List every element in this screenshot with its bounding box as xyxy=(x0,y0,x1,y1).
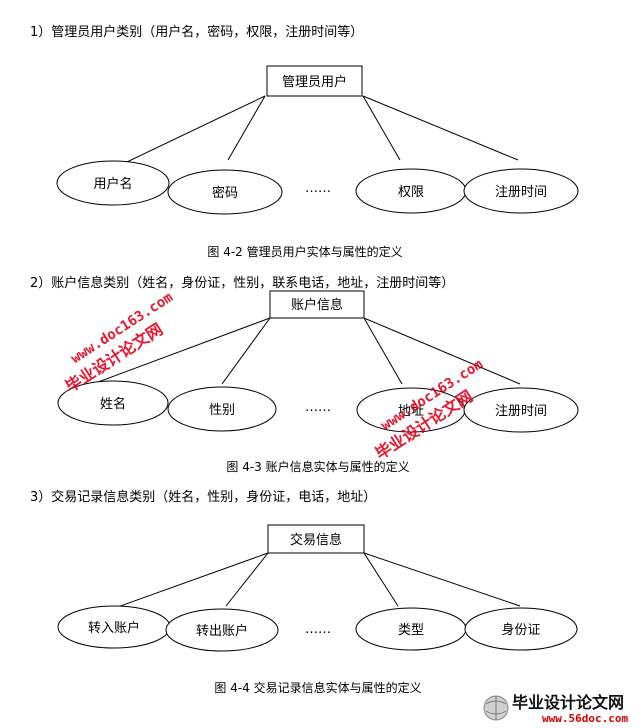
attribute-label: 用户名 xyxy=(93,176,132,192)
section-heading: 2）账户信息类别（姓名，身份证，性别，联系电话，地址，注册时间等） xyxy=(30,275,454,291)
attribute-label: 密码 xyxy=(212,185,238,201)
attribute-ellipse: 转出账户 xyxy=(165,608,279,652)
ellipsis-label: …… xyxy=(305,622,331,637)
watermark-stamp: 毕业设计论文网 www.doc163.com xyxy=(62,289,176,396)
section-heading: 1）管理员用户类别（用户名，密码，权限，注册时间等） xyxy=(30,24,363,40)
attribute-ellipse: 密码 xyxy=(167,169,283,215)
attribute-ellipse: 权限 xyxy=(355,168,467,214)
attribute-label: 地址 xyxy=(398,404,424,419)
footer-logo: 毕业设计论文网 www.56doc.com xyxy=(483,693,628,725)
figure-caption: 图 4-2 管理员用户实体与属性的定义 xyxy=(207,244,402,259)
section-transaction-info: 3）交易记录信息类别（姓名，性别，身份证，电话，地址） 交易信息 转入账户 转出… xyxy=(30,489,578,695)
attribute-label: 注册时间 xyxy=(495,404,547,419)
attribute-ellipse: 姓名 xyxy=(57,380,169,426)
ellipsis-label: …… xyxy=(305,400,331,415)
attribute-label: 转入账户 xyxy=(88,620,140,636)
attribute-label: 类型 xyxy=(398,623,424,638)
entity-box: 管理员用户 xyxy=(266,65,363,97)
figure-caption: 图 4-4 交易记录信息实体与属性的定义 xyxy=(214,680,421,695)
attribute-ellipse: 用户名 xyxy=(56,160,170,206)
entity-label: 交易信息 xyxy=(290,532,342,548)
attribute-ellipse: 转入账户 xyxy=(57,605,171,649)
attribute-label: 权限 xyxy=(398,184,424,200)
section-heading: 3）交易记录信息类别（姓名，性别，身份证，电话，地址） xyxy=(30,489,376,505)
attribute-ellipse: 注册时间 xyxy=(463,168,579,214)
footer-logo-text: 毕业设计论文网 xyxy=(512,693,624,712)
connector-lines xyxy=(109,95,519,171)
section-account-info: 2）账户信息类别（姓名，身份证，性别，联系电话，地址，注册时间等） 账户信息 姓… xyxy=(30,275,579,474)
entity-label: 账户信息 xyxy=(291,297,343,313)
attribute-label: 注册时间 xyxy=(495,185,547,200)
ellipsis-label: …… xyxy=(305,181,331,196)
attribute-ellipse: 类型 xyxy=(355,607,467,651)
attribute-label: 性别 xyxy=(209,403,235,418)
section-admin-user: 1）管理员用户类别（用户名，密码，权限，注册时间等） 管理员用户 用户名 密码 … xyxy=(30,24,579,259)
attribute-ellipse: 身份证 xyxy=(464,607,578,651)
entity-label: 管理员用户 xyxy=(282,74,347,90)
attribute-ellipse: 地址 xyxy=(356,387,466,433)
attribute-label: 转出账户 xyxy=(196,623,248,639)
entity-box: 交易信息 xyxy=(267,524,365,554)
attribute-ellipse: 注册时间 xyxy=(463,387,579,433)
attribute-label: 身份证 xyxy=(501,622,540,638)
connector-lines xyxy=(111,552,521,610)
entity-box: 账户信息 xyxy=(269,290,365,319)
attribute-ellipse: 性别 xyxy=(167,386,277,432)
footer-url: www.56doc.com xyxy=(542,712,628,725)
attribute-label: 姓名 xyxy=(100,396,126,412)
connector-lines xyxy=(81,317,521,389)
globe-icon xyxy=(483,695,509,721)
figure-caption: 图 4-3 账户信息实体与属性的定义 xyxy=(226,459,409,474)
